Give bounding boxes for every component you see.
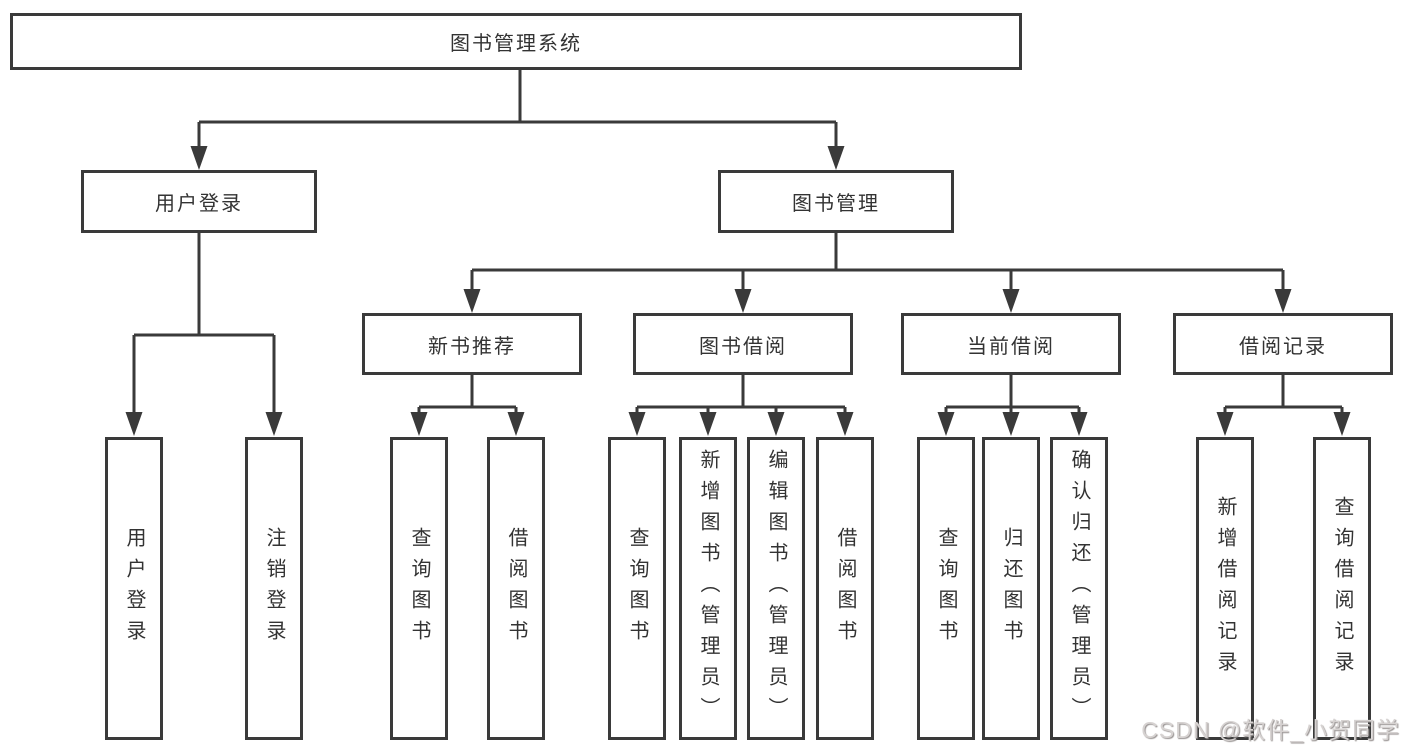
leaf-borrow-books-recommend: 借阅图书 bbox=[487, 437, 545, 740]
leaf-add-borrow-record: 新增借阅记录 bbox=[1196, 437, 1254, 740]
node-book-borrow: 图书借阅 bbox=[633, 313, 853, 375]
leaf-query-borrow-record: 查询借阅记录 bbox=[1313, 437, 1371, 740]
leaf-return-book: 归还图书 bbox=[982, 437, 1040, 740]
leaf-query-books-recommend: 查询图书 bbox=[390, 437, 448, 740]
watermark: CSDN @软件_小贺同学 bbox=[1141, 717, 1400, 743]
leaf-add-book-admin: 新增图书（管理员） bbox=[679, 437, 737, 740]
leaf-borrow-books: 借阅图书 bbox=[816, 437, 874, 740]
node-current-borrow: 当前借阅 bbox=[901, 313, 1121, 375]
leaf-query-books-current: 查询图书 bbox=[917, 437, 975, 740]
node-new-book-recommend: 新书推荐 bbox=[362, 313, 582, 375]
leaf-user-login: 用户登录 bbox=[105, 437, 163, 740]
node-book-management: 图书管理 bbox=[718, 170, 954, 233]
node-borrow-records: 借阅记录 bbox=[1173, 313, 1393, 375]
node-root: 图书管理系统 bbox=[10, 13, 1022, 70]
leaf-confirm-return-admin: 确认归还（管理员） bbox=[1050, 437, 1108, 740]
leaf-logout: 注销登录 bbox=[245, 437, 303, 740]
leaf-edit-book-admin: 编辑图书（管理员） bbox=[747, 437, 805, 740]
node-user-login: 用户登录 bbox=[81, 170, 317, 233]
leaf-query-books-borrow: 查询图书 bbox=[608, 437, 666, 740]
